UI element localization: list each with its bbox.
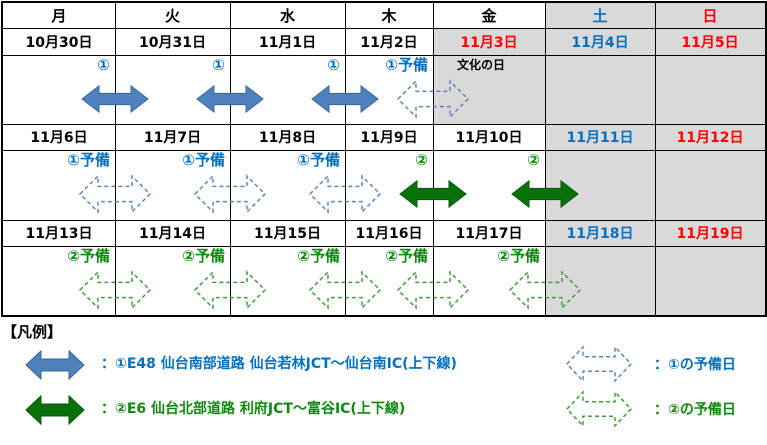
weekday-label: 水 [279,7,295,25]
date-label: 11月17日 [455,226,523,242]
work-cell-shading [433,55,545,124]
work-day-arrow-icon [399,179,467,209]
weekday-label: 木 [381,7,397,25]
date-label: 10月31日 [139,34,206,51]
work-cell-shading [655,150,765,220]
date-label: 11月2日 [360,34,418,51]
legend-route2-text: ：②E6 仙台北部道路 利府JCT～富谷IC(上下線) [101,401,406,417]
route-number-label: ② [415,151,428,169]
weekday-cell-shading [655,3,765,28]
legend-route2-arrow-icon [25,394,85,426]
grid-hline [3,55,765,56]
date-label: 11月16日 [355,226,423,242]
date-label: 11月14日 [139,226,206,242]
grid-vline [345,3,346,315]
weekday-label: 火 [164,7,180,25]
work-cell-shading [545,246,655,315]
grid-hline [3,220,765,221]
grid-vline [655,3,656,315]
grid-hline [3,28,765,29]
legend-title: 【凡例】 [2,323,63,341]
weekday-label: 土 [592,7,608,25]
weekday-label: 月 [51,7,67,25]
route-number-label: ②予備 [497,247,540,265]
work-day-arrow-icon [196,84,264,114]
route-number-label: ①予備 [182,151,225,169]
reserve-day-arrow-icon [193,270,267,310]
work-day-arrow-icon [81,84,149,114]
work-day-arrow-icon [311,84,379,114]
date-cell-shading [545,220,655,246]
reserve-day-arrow-icon [78,174,152,214]
date-label: 10月30日 [25,34,93,51]
grid-hline [3,124,765,125]
legend-reserve1-arrow-icon [565,345,633,383]
weekday-cell-shading [545,3,655,28]
date-cell-shading [655,28,765,55]
date-cell-shading [433,28,545,55]
route-number-label: ①予備 [67,151,110,169]
weekday-label: 金 [481,7,497,25]
date-cell-shading [655,124,765,150]
legend-reserve2-arrow-icon [565,390,633,428]
reserve-day-arrow-icon [508,270,582,310]
date-label: 11月4日 [571,34,629,51]
date-label: 11月13日 [25,226,93,242]
date-label: 11月3日 [460,34,518,51]
date-cell-shading [545,124,655,150]
grid-vline [433,3,434,315]
grid-hline [3,150,765,151]
work-cell-shading [655,55,765,124]
date-label: 11月10日 [455,130,523,146]
route-number-label: ②予備 [67,247,110,265]
work-day-arrow-icon [511,179,579,209]
reserve-day-arrow-icon [308,174,382,214]
date-label: 11月11日 [566,130,634,146]
grid-vline [230,3,231,315]
date-label: 11月7日 [143,130,202,146]
route-number-label: ②予備 [182,247,225,265]
weekday-label: 日 [702,7,718,25]
legend-route1-arrow-icon [25,349,85,381]
date-cell-shading [655,220,765,246]
reserve-day-arrow-icon [78,270,152,310]
date-label: 11月19日 [676,226,744,242]
legend-route1-text: ：①E48 仙台南部道路 仙台若林JCT～仙台南IC(上下線) [101,356,457,372]
route-number-label: ② [527,151,540,169]
route-number-label: ① [212,56,225,74]
route-number-label: ②予備 [385,247,428,265]
date-label: 11月18日 [566,226,634,242]
legend-reserve2-text: ：②の予備日 [654,402,736,418]
reserve-day-arrow-icon [396,270,470,310]
holiday-note: 文化の日 [457,58,506,72]
date-cell-shading [545,28,655,55]
grid-hline [3,246,765,247]
date-label: 11月5日 [681,34,739,51]
date-label: 11月6日 [30,130,88,146]
route-number-label: ① [327,56,340,74]
reserve-day-arrow-icon [396,79,470,119]
route-number-label: ①予備 [385,56,428,74]
date-label: 11月12日 [676,130,744,146]
grid-vline [545,3,546,315]
reserve-day-arrow-icon [193,174,267,214]
date-label: 11月9日 [360,130,418,146]
calendar-outer-border [1,1,767,317]
date-label: 11月15日 [254,226,321,242]
route-number-label: ① [97,56,110,74]
work-cell-shading [545,55,655,124]
route-number-label: ②予備 [297,247,340,265]
date-label: 11月8日 [258,130,317,146]
date-label: 11月1日 [258,34,317,51]
grid-vline [115,3,116,315]
legend-reserve1-text: ：①の予備日 [654,357,736,373]
reserve-day-arrow-icon [308,270,382,310]
route-number-label: ①予備 [297,151,340,169]
work-cell-shading [655,246,765,315]
